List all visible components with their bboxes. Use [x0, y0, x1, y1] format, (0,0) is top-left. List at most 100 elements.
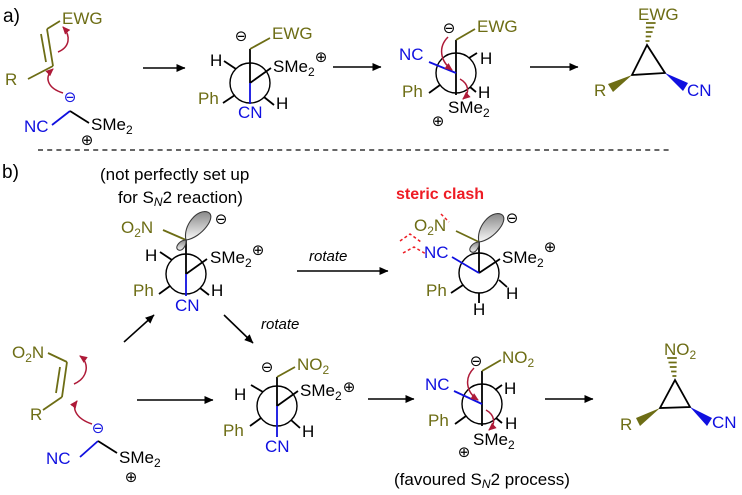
curved-electron-arrow	[70, 400, 93, 425]
steric-clash-label: steric clash	[396, 186, 484, 203]
no2-label: NO2	[664, 340, 697, 362]
ewg-label: EWG	[477, 17, 518, 36]
cn-label: CN	[238, 103, 263, 122]
plus-charge-icon: ⊕	[343, 379, 356, 396]
bond	[455, 28, 476, 41]
curved-electron-arrow	[466, 367, 479, 401]
h-label: H	[145, 246, 157, 265]
sme2-label: SMe2	[210, 248, 252, 270]
branch-arrow-up	[123, 314, 155, 343]
bonds	[428, 40, 478, 95]
h-label: H	[504, 379, 516, 398]
sme2-label: SMe2	[273, 57, 315, 79]
h-label: H	[211, 281, 223, 300]
steric-clash-marks	[399, 233, 422, 243]
rotate-label: rotate	[261, 316, 299, 333]
michael-acceptor-a: EWG R	[5, 9, 103, 94]
wedge-bond	[690, 407, 712, 426]
steric-clash-marks	[440, 213, 450, 223]
cn-label: CN	[712, 413, 737, 432]
minus-charge-icon: ⊖	[64, 89, 77, 106]
cyclopropane-product-b: NO2 R CN	[620, 340, 737, 434]
sme2-label: SMe2	[473, 430, 515, 452]
wedge-bond	[665, 73, 688, 91]
r-group-label: R	[620, 415, 632, 434]
cn-label: CN	[265, 437, 290, 456]
cyclopropane-product-a: EWG R CN	[594, 5, 712, 100]
sme2-label: SMe2	[448, 98, 490, 120]
minus-charge-icon: ⊖	[235, 28, 248, 45]
bond	[97, 440, 118, 454]
newman-projection-a2: ⊖ EWG NC SMe2 ⊕ H Ph H	[399, 17, 518, 130]
panel-b-label: b)	[2, 162, 19, 183]
plus-charge-icon: ⊕	[458, 444, 471, 461]
bond	[249, 37, 271, 50]
alkene-bonds	[42, 352, 68, 411]
note-line-2: for SN2 reaction)	[118, 188, 243, 209]
cn-label: CN	[175, 296, 200, 315]
favoured-note: (favoured SN2 process)	[394, 470, 570, 491]
plus-charge-icon: ⊕	[252, 242, 265, 259]
rotate-label: rotate	[309, 248, 347, 265]
branch-arrow-down	[223, 314, 254, 344]
plus-charge-icon: ⊕	[81, 132, 94, 149]
h-label: H	[505, 414, 517, 433]
h-label: H	[478, 83, 490, 102]
r-group-label: R	[594, 81, 606, 100]
minus-charge-icon: ⊖	[443, 20, 456, 37]
newman-projection-b-sn2: ⊖ NO2 NC SMe2 ⊕ H Ph H	[425, 348, 535, 461]
curved-electron-arrow	[73, 355, 88, 385]
nc-label: NC	[46, 449, 71, 468]
curved-electron-arrow	[45, 68, 64, 94]
bond	[51, 110, 71, 126]
bond	[455, 230, 480, 243]
bond	[451, 256, 480, 274]
ph-label: Ph	[402, 82, 423, 101]
ph-label: Ph	[223, 421, 244, 440]
no2-label: NO2	[502, 348, 535, 370]
newman-projection-b-anti: ⊖ NO2 SMe2 ⊕ H Ph H CN	[223, 355, 355, 456]
plus-charge-icon: ⊕	[432, 113, 445, 130]
orbital-lobe-icon	[469, 213, 505, 253]
h-label: H	[210, 51, 222, 70]
sme2-label: SMe2	[91, 115, 133, 137]
curved-electron-arrow	[57, 26, 71, 53]
plus-charge-icon: ⊕	[125, 469, 138, 486]
ewg-label: EWG	[62, 9, 103, 28]
orbital-lobe-icon	[176, 211, 212, 251]
note-line-1: (not perfectly set up	[100, 165, 249, 184]
bond	[162, 229, 187, 241]
minus-charge-icon: ⊖	[470, 353, 483, 370]
plus-charge-icon: ⊕	[544, 239, 557, 256]
bonds	[158, 240, 210, 296]
ring-bonds	[658, 378, 692, 409]
ph-label: Ph	[198, 89, 219, 108]
ph-label: Ph	[133, 281, 154, 300]
steric-clash-branch: steric clash rotate O2N ⊖ NC SMe2 ⊕ Ph H…	[297, 186, 556, 319]
plus-charge-icon: ⊕	[315, 49, 328, 66]
ewg-label: EWG	[638, 5, 679, 24]
o2n-label: O2N	[414, 216, 446, 238]
minus-charge-icon: ⊖	[92, 420, 105, 437]
h-label: H	[473, 300, 485, 319]
o2n-label: O2N	[121, 218, 153, 240]
bond	[481, 359, 502, 372]
sme2-label: SMe2	[119, 448, 161, 470]
wedge-bond	[608, 75, 632, 92]
bonds	[249, 377, 301, 429]
bonds	[454, 371, 503, 426]
newman-projection-a1: ⊖ EWG SMe2 ⊕ CN H Ph H	[198, 24, 327, 122]
panel-a-label: a)	[3, 6, 20, 27]
steric-clash-marks	[402, 246, 427, 255]
ph-label: Ph	[426, 281, 447, 300]
o2n-label: O2N	[12, 343, 44, 365]
curved-electron-arrow	[459, 78, 471, 100]
h-label: H	[302, 422, 314, 441]
sme2-label: SMe2	[300, 381, 342, 403]
nc-label: NC	[424, 243, 449, 262]
ylide-a: ⊖ NC SMe2 ⊕	[24, 89, 133, 149]
curved-electron-arrow	[485, 409, 497, 431]
ylide-b: ⊖ NC SMe2 ⊕	[46, 420, 161, 486]
cn-label: CN	[687, 81, 712, 100]
